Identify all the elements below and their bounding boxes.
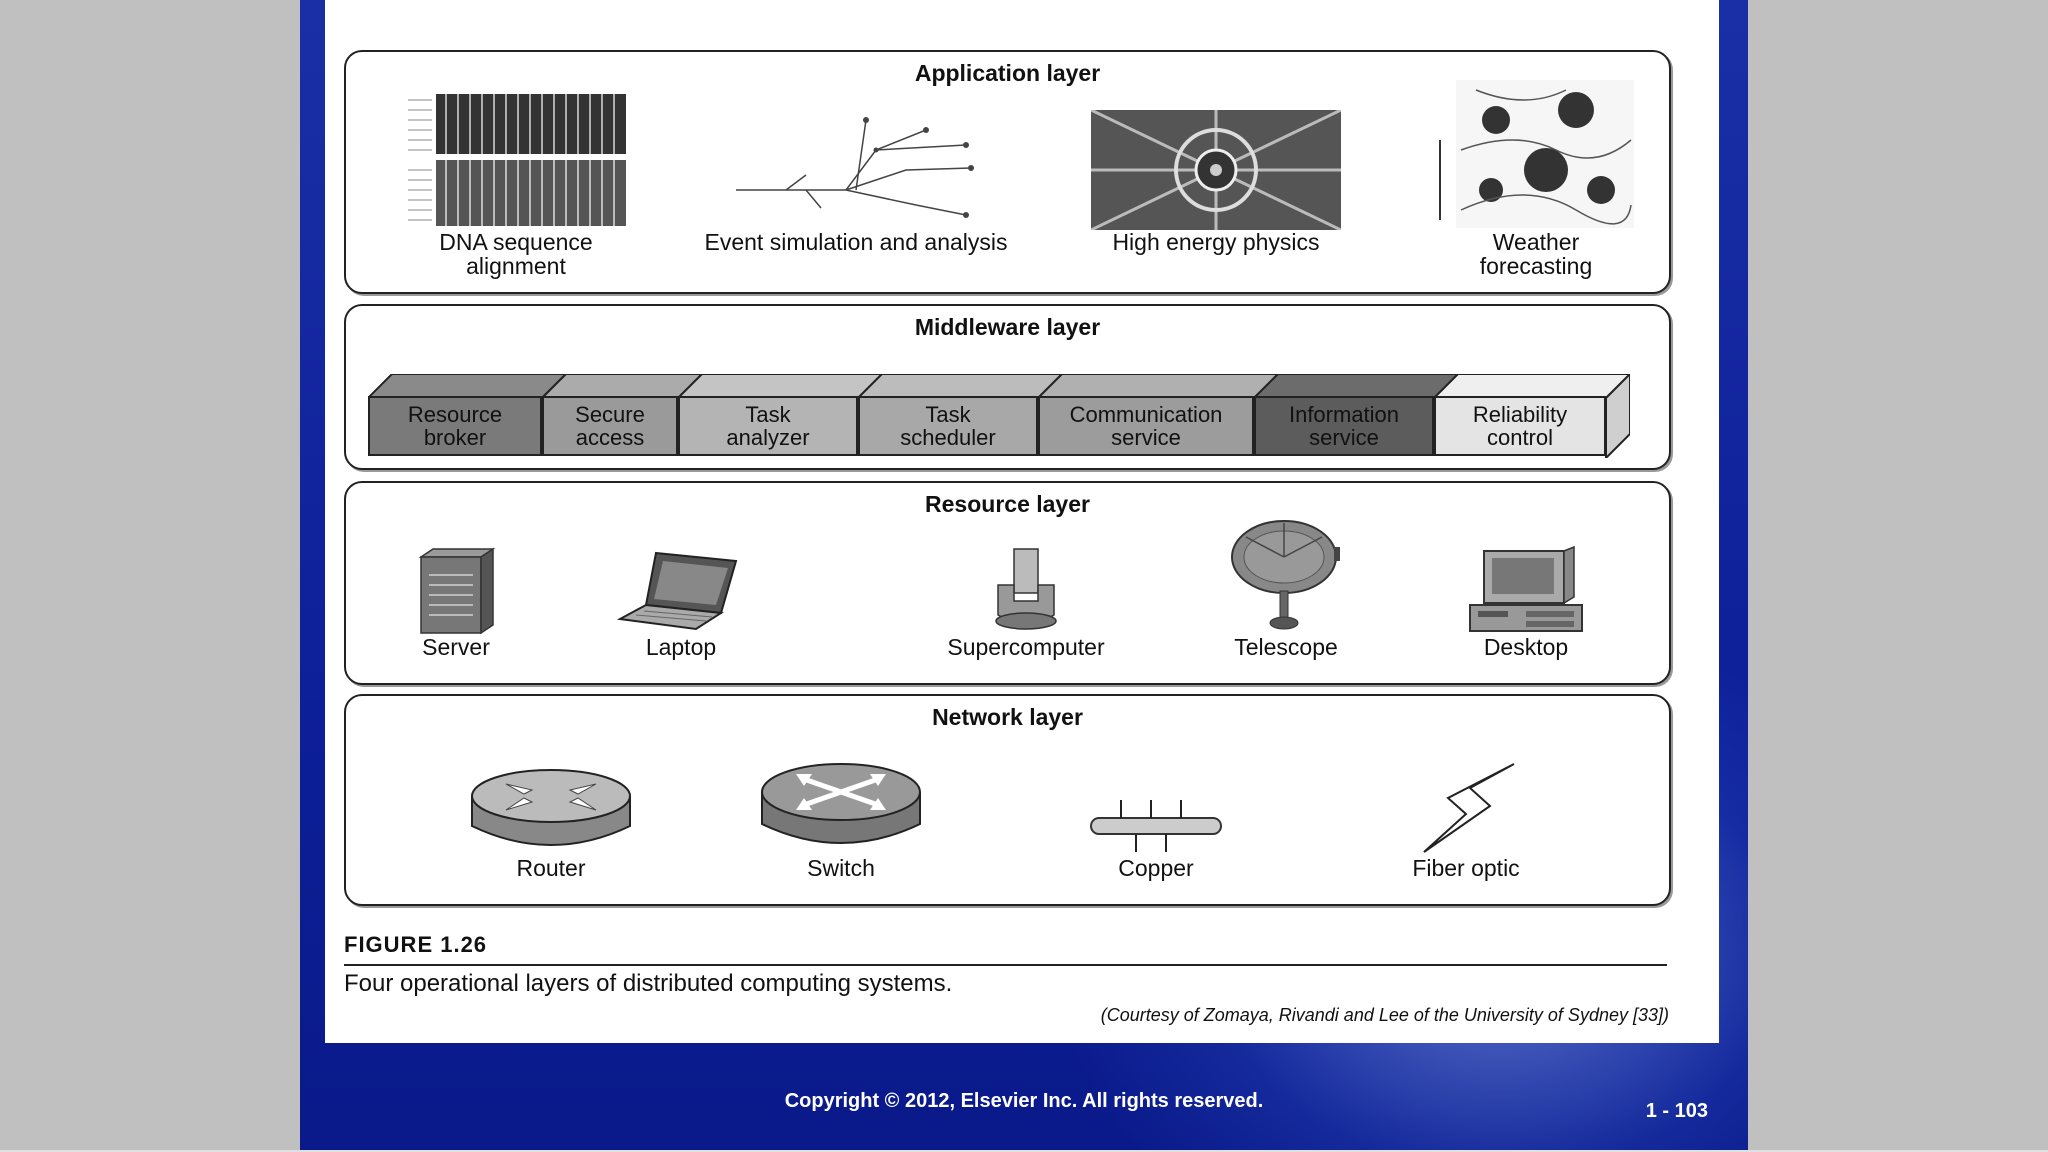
resource-layer-title: Resource layer [925,491,1090,517]
app-item-weather-label-2: forecasting [1479,253,1593,279]
resource-item-server-label: Server [422,634,490,660]
middleware-box-label-1: Reliability [1472,402,1568,427]
figure-page: Application layer [325,0,1719,1043]
middleware-box-label-2: service [1309,425,1379,450]
resource-item-desktop: Desktop [1446,545,1606,659]
router-icon [471,769,631,846]
resource-item-laptop: Laptop [611,545,751,659]
middleware-box-label-1: Resource [407,402,503,427]
resource-item-supercomputer-label: Supercomputer [947,634,1105,660]
app-item-dna-label-1: DNA sequence [439,229,593,255]
network-item-fiber-optic: Fiber optic [1376,760,1556,880]
app-item-dna-label-2: alignment [466,253,566,279]
particle-detector-icon [1091,110,1341,230]
page-number: 1 - 103 [1645,1100,1708,1122]
middleware-layer-title: Middleware layer [914,314,1101,340]
bottom-edge [0,1150,2048,1152]
network-item-router: Router [456,764,646,880]
middleware-box-label-2: access [575,425,645,450]
supercomputer-icon [995,548,1057,630]
server-icon [418,547,496,635]
network-item-switch: Switch [746,756,936,880]
caption-divider [344,964,1667,966]
resource-item-supercomputer: Supercomputer [926,545,1126,659]
middleware-box-label-2: service [1111,425,1181,450]
network-item-copper: Copper [1066,796,1246,880]
middleware-box-label-1: Task [745,402,791,427]
copyright-notice: Copyright © 2012, Elsevier Inc. All righ… [784,1090,1264,1112]
resource-item-desktop-label: Desktop [1483,634,1569,660]
application-layer-title: Application layer [914,60,1101,86]
app-item-weather: Weather forecasting [1406,80,1666,278]
app-item-physics: High energy physics [1066,110,1366,254]
network-item-fiber-optic-label: Fiber optic [1412,855,1520,881]
network-layer: Network layer Router [344,694,1671,906]
middleware-box-label-2: analyzer [726,425,810,450]
app-item-event-label: Event simulation and analysis [704,229,1008,255]
figure-caption: Four operational layers of distributed c… [344,970,953,997]
network-item-router-label: Router [516,855,586,881]
middleware-box-label-1: Secure [575,402,645,427]
event-tree-icon [736,117,974,218]
middleware-box-label-1: Task [925,402,971,427]
fiber-optic-icon [1423,763,1515,853]
app-item-event: Event simulation and analysis [676,90,1036,254]
laptop-icon [616,551,738,631]
telescope-icon [1231,520,1340,630]
resource-item-server: Server [386,545,526,659]
dna-icon [406,90,626,230]
network-item-switch-label: Switch [807,855,875,881]
network-item-copper-label: Copper [1118,855,1194,881]
resource-item-telescope-label: Telescope [1234,634,1338,660]
resource-layer: Resource layer Server Laptop [344,481,1671,685]
switch-icon [761,763,921,844]
resource-item-telescope: Telescope [1196,517,1376,659]
network-layer-title: Network layer [932,704,1083,730]
middleware-box-label-2: control [1486,425,1554,450]
figure-credit: (Courtesy of Zomaya, Rivandi and Lee of … [1100,1005,1669,1025]
application-layer: Application layer [344,50,1671,294]
resource-item-laptop-label: Laptop [645,634,717,660]
copper-cable-icon [1090,800,1222,852]
weather-map-icon [1439,80,1634,228]
app-item-physics-label: High energy physics [1112,229,1320,255]
app-item-weather-label-1: Weather [1492,229,1580,255]
figure-number: FIGURE 1.26 [344,932,488,957]
app-item-dna: DNA sequence alignment [406,90,626,278]
middleware-box-label-2: scheduler [900,425,996,450]
desktop-icon [1469,545,1583,632]
middleware-box-label-1: Communication [1069,402,1223,427]
slide: Application layer [300,0,1748,1150]
middleware-box-label-2: broker [423,425,487,450]
middleware-box-label-1: Information [1288,402,1400,427]
